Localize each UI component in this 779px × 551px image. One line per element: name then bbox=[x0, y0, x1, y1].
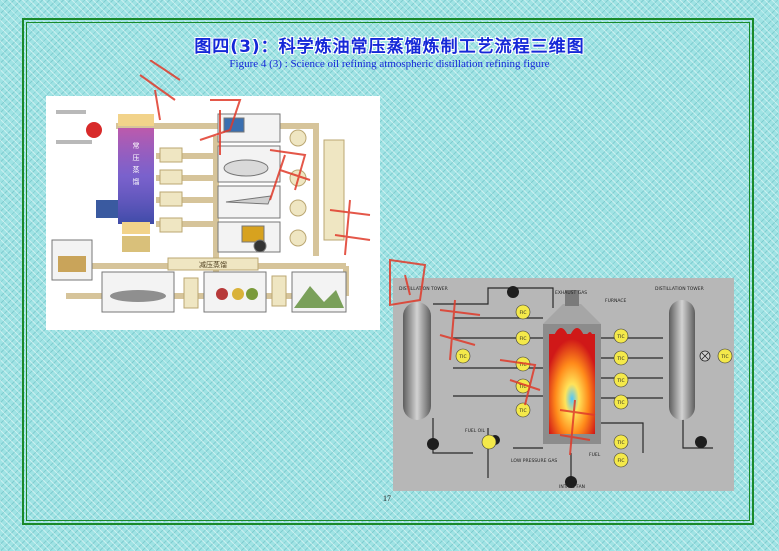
instrument-right-2: TIC bbox=[616, 356, 624, 362]
tower-label-3: 蒸 bbox=[133, 165, 140, 174]
left-tower-label: DISTILLATION TOWER bbox=[399, 286, 448, 292]
refining-process-diagram: 常 压 蒸 馏 bbox=[46, 96, 380, 330]
top-pump-icon bbox=[507, 286, 519, 298]
page-frame-inner bbox=[26, 22, 750, 521]
right-distillation-tower bbox=[669, 300, 695, 420]
instrument-far-right: TIC bbox=[720, 354, 728, 360]
intake-fan-icon bbox=[565, 476, 577, 488]
tower-label-2: 压 bbox=[133, 154, 140, 162]
intake-fan-label: INTAKE FAN bbox=[559, 484, 585, 490]
instrument-left-4: TIC bbox=[518, 384, 526, 390]
fuel-oil-label: FUEL OIL bbox=[465, 428, 486, 434]
bottom-process-label: 减压蒸馏 bbox=[199, 260, 227, 269]
tower-label-1: 常 bbox=[133, 141, 140, 150]
fuel-label: FUEL bbox=[589, 452, 601, 458]
page-subtitle: Figure 4 (3) : Science oil refining atmo… bbox=[229, 58, 550, 70]
instrument-right-1: TIC bbox=[616, 334, 624, 340]
distillation-furnace-diagram: DISTILLATION TOWER DISTILLATION TOWER EX… bbox=[393, 278, 734, 491]
furnace-icon bbox=[96, 200, 118, 218]
tower-label-4: 馏 bbox=[133, 177, 140, 186]
instrument-left-side: TIC bbox=[458, 354, 466, 360]
refining-process-svg: 常 压 蒸 馏 bbox=[51, 110, 349, 313]
furnace-flame bbox=[549, 334, 595, 434]
left-pump-icon bbox=[427, 438, 439, 450]
page-title: 图四(3)：科学炼油常压蒸馏炼制工艺流程三维图 bbox=[194, 37, 585, 57]
instrument-left-2: FIC bbox=[519, 336, 526, 342]
instrument-left-3: TIC bbox=[518, 362, 526, 368]
right-tower-label: DISTILLATION TOWER bbox=[655, 286, 704, 292]
distillation-furnace-svg: DISTILLATION TOWER DISTILLATION TOWER EX… bbox=[399, 286, 733, 490]
left-distillation-tower bbox=[403, 302, 431, 420]
instrument-left-1: FIC bbox=[519, 310, 526, 316]
crude-oil-icon bbox=[86, 122, 102, 138]
instrument-bottom-1: TIC bbox=[616, 440, 624, 446]
low-pressure-gas-label: LOW PRESSURE GAS bbox=[511, 458, 557, 464]
exhaust-label: EXHAUST GAS bbox=[555, 290, 587, 296]
furnace-label: FURNACE bbox=[605, 298, 627, 304]
instrument-bottom-2: FIC bbox=[617, 458, 624, 464]
instrument-right-3: TIC bbox=[616, 378, 624, 384]
right-pump-icon bbox=[695, 436, 707, 448]
instrument-left-5: TIC bbox=[518, 408, 526, 414]
page-number: 17 bbox=[383, 494, 391, 503]
page-frame bbox=[22, 18, 754, 525]
instrument-right-4: TIC bbox=[616, 400, 624, 406]
